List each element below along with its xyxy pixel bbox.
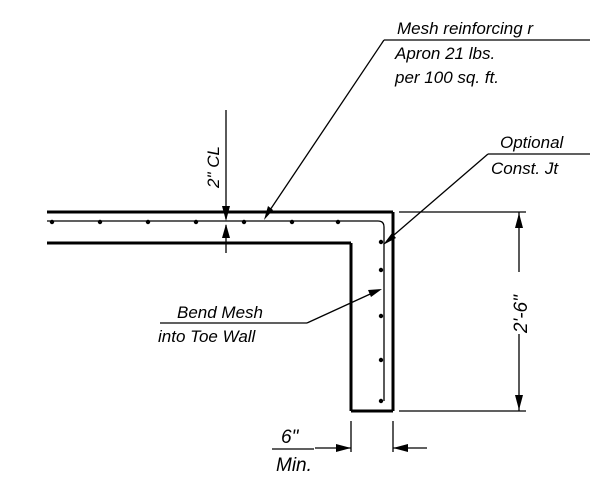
bend-leader-arrowhead bbox=[368, 289, 382, 297]
height-arrow-bottom bbox=[515, 395, 523, 410]
optional-label-line1: Optional bbox=[500, 133, 565, 152]
reinforcing-bars bbox=[49, 219, 384, 404]
bend-label-line2: into Toe Wall bbox=[158, 327, 257, 346]
rebar-dot bbox=[378, 313, 384, 319]
rebar-dot bbox=[289, 219, 295, 225]
thickness-arrow-left bbox=[336, 444, 351, 452]
rebar-dot bbox=[145, 219, 151, 225]
mesh-label-line3: per 100 sq. ft. bbox=[394, 68, 499, 87]
rebar-dot bbox=[49, 219, 55, 225]
thickness-dimension bbox=[272, 421, 427, 452]
height-label-gap bbox=[510, 272, 530, 334]
rebar-dot bbox=[193, 219, 199, 225]
cover-dim-arrow-down bbox=[222, 206, 230, 221]
rebar-dot bbox=[378, 267, 384, 273]
bend-label-line1: Bend Mesh bbox=[177, 303, 263, 322]
joint-leader-line bbox=[386, 153, 489, 242]
bend-mesh-leader bbox=[160, 289, 382, 324]
cover-dimension bbox=[222, 110, 230, 253]
rebar-dot bbox=[241, 219, 247, 225]
mesh-label-line2: Apron 21 lbs. bbox=[394, 44, 495, 63]
optional-label-line2: Const. Jt bbox=[491, 159, 559, 178]
height-arrow-top bbox=[515, 213, 523, 228]
wall-height-dimension bbox=[399, 211, 530, 412]
rebar-dot bbox=[378, 239, 384, 245]
toe-wall bbox=[349, 212, 395, 413]
cover-dimension-label: 2" CL bbox=[204, 146, 223, 189]
rebar-dot bbox=[97, 219, 103, 225]
rebar-dot bbox=[378, 357, 384, 363]
mesh-leader-arrowhead bbox=[264, 206, 273, 220]
rebar-dot bbox=[378, 398, 384, 404]
joint-leader-arrowhead bbox=[383, 233, 396, 245]
cover-dim-arrow-up bbox=[222, 224, 230, 238]
bend-leader-line bbox=[306, 289, 380, 324]
apron-slab bbox=[47, 210, 393, 245]
mesh-reinforcing-line bbox=[47, 220, 385, 401]
thickness-label: 6" bbox=[281, 427, 300, 448]
mesh-label-line1: Mesh reinforcing r bbox=[397, 19, 534, 38]
rebar-dot bbox=[335, 219, 341, 225]
wall-height-label: 2'-6" bbox=[511, 294, 532, 334]
mesh-leader bbox=[264, 39, 590, 220]
min-label: Min. bbox=[276, 455, 312, 476]
construction-joint-leader bbox=[383, 153, 590, 245]
thickness-arrow-right bbox=[393, 444, 408, 452]
mesh-leader-line bbox=[265, 39, 385, 217]
